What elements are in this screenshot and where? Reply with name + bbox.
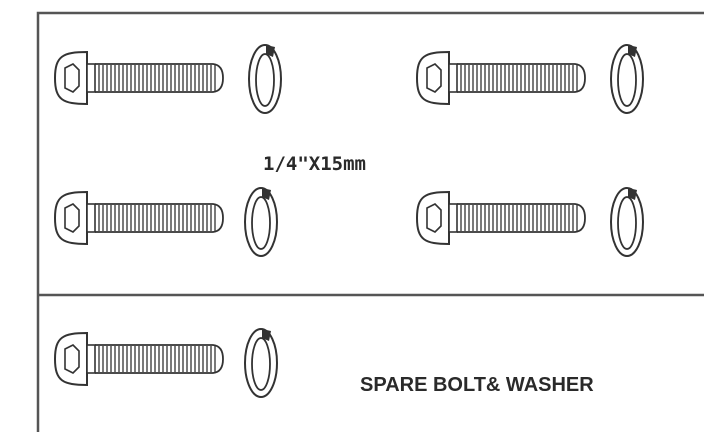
main-bolt-group: 1/4"X15mm <box>54 44 644 257</box>
spare-label: SPARE BOLT& WASHER <box>360 374 594 396</box>
washer-2-icon <box>610 44 644 114</box>
bolt-1-icon <box>54 51 224 105</box>
parts-frame <box>36 11 704 432</box>
bolt-size-label: 1/4"X15mm <box>263 153 366 175</box>
spare-bolt-icon <box>54 332 224 386</box>
bolt-2-icon <box>416 51 586 105</box>
washer-4-icon <box>610 187 644 257</box>
bolt-3-icon <box>54 191 224 245</box>
spare-washer-icon <box>244 328 278 398</box>
washer-1-icon <box>248 44 282 114</box>
washer-3-icon <box>244 187 278 257</box>
bolt-4-icon <box>416 191 586 245</box>
spare-bolt-group: SPARE BOLT& WASHER <box>54 328 594 398</box>
